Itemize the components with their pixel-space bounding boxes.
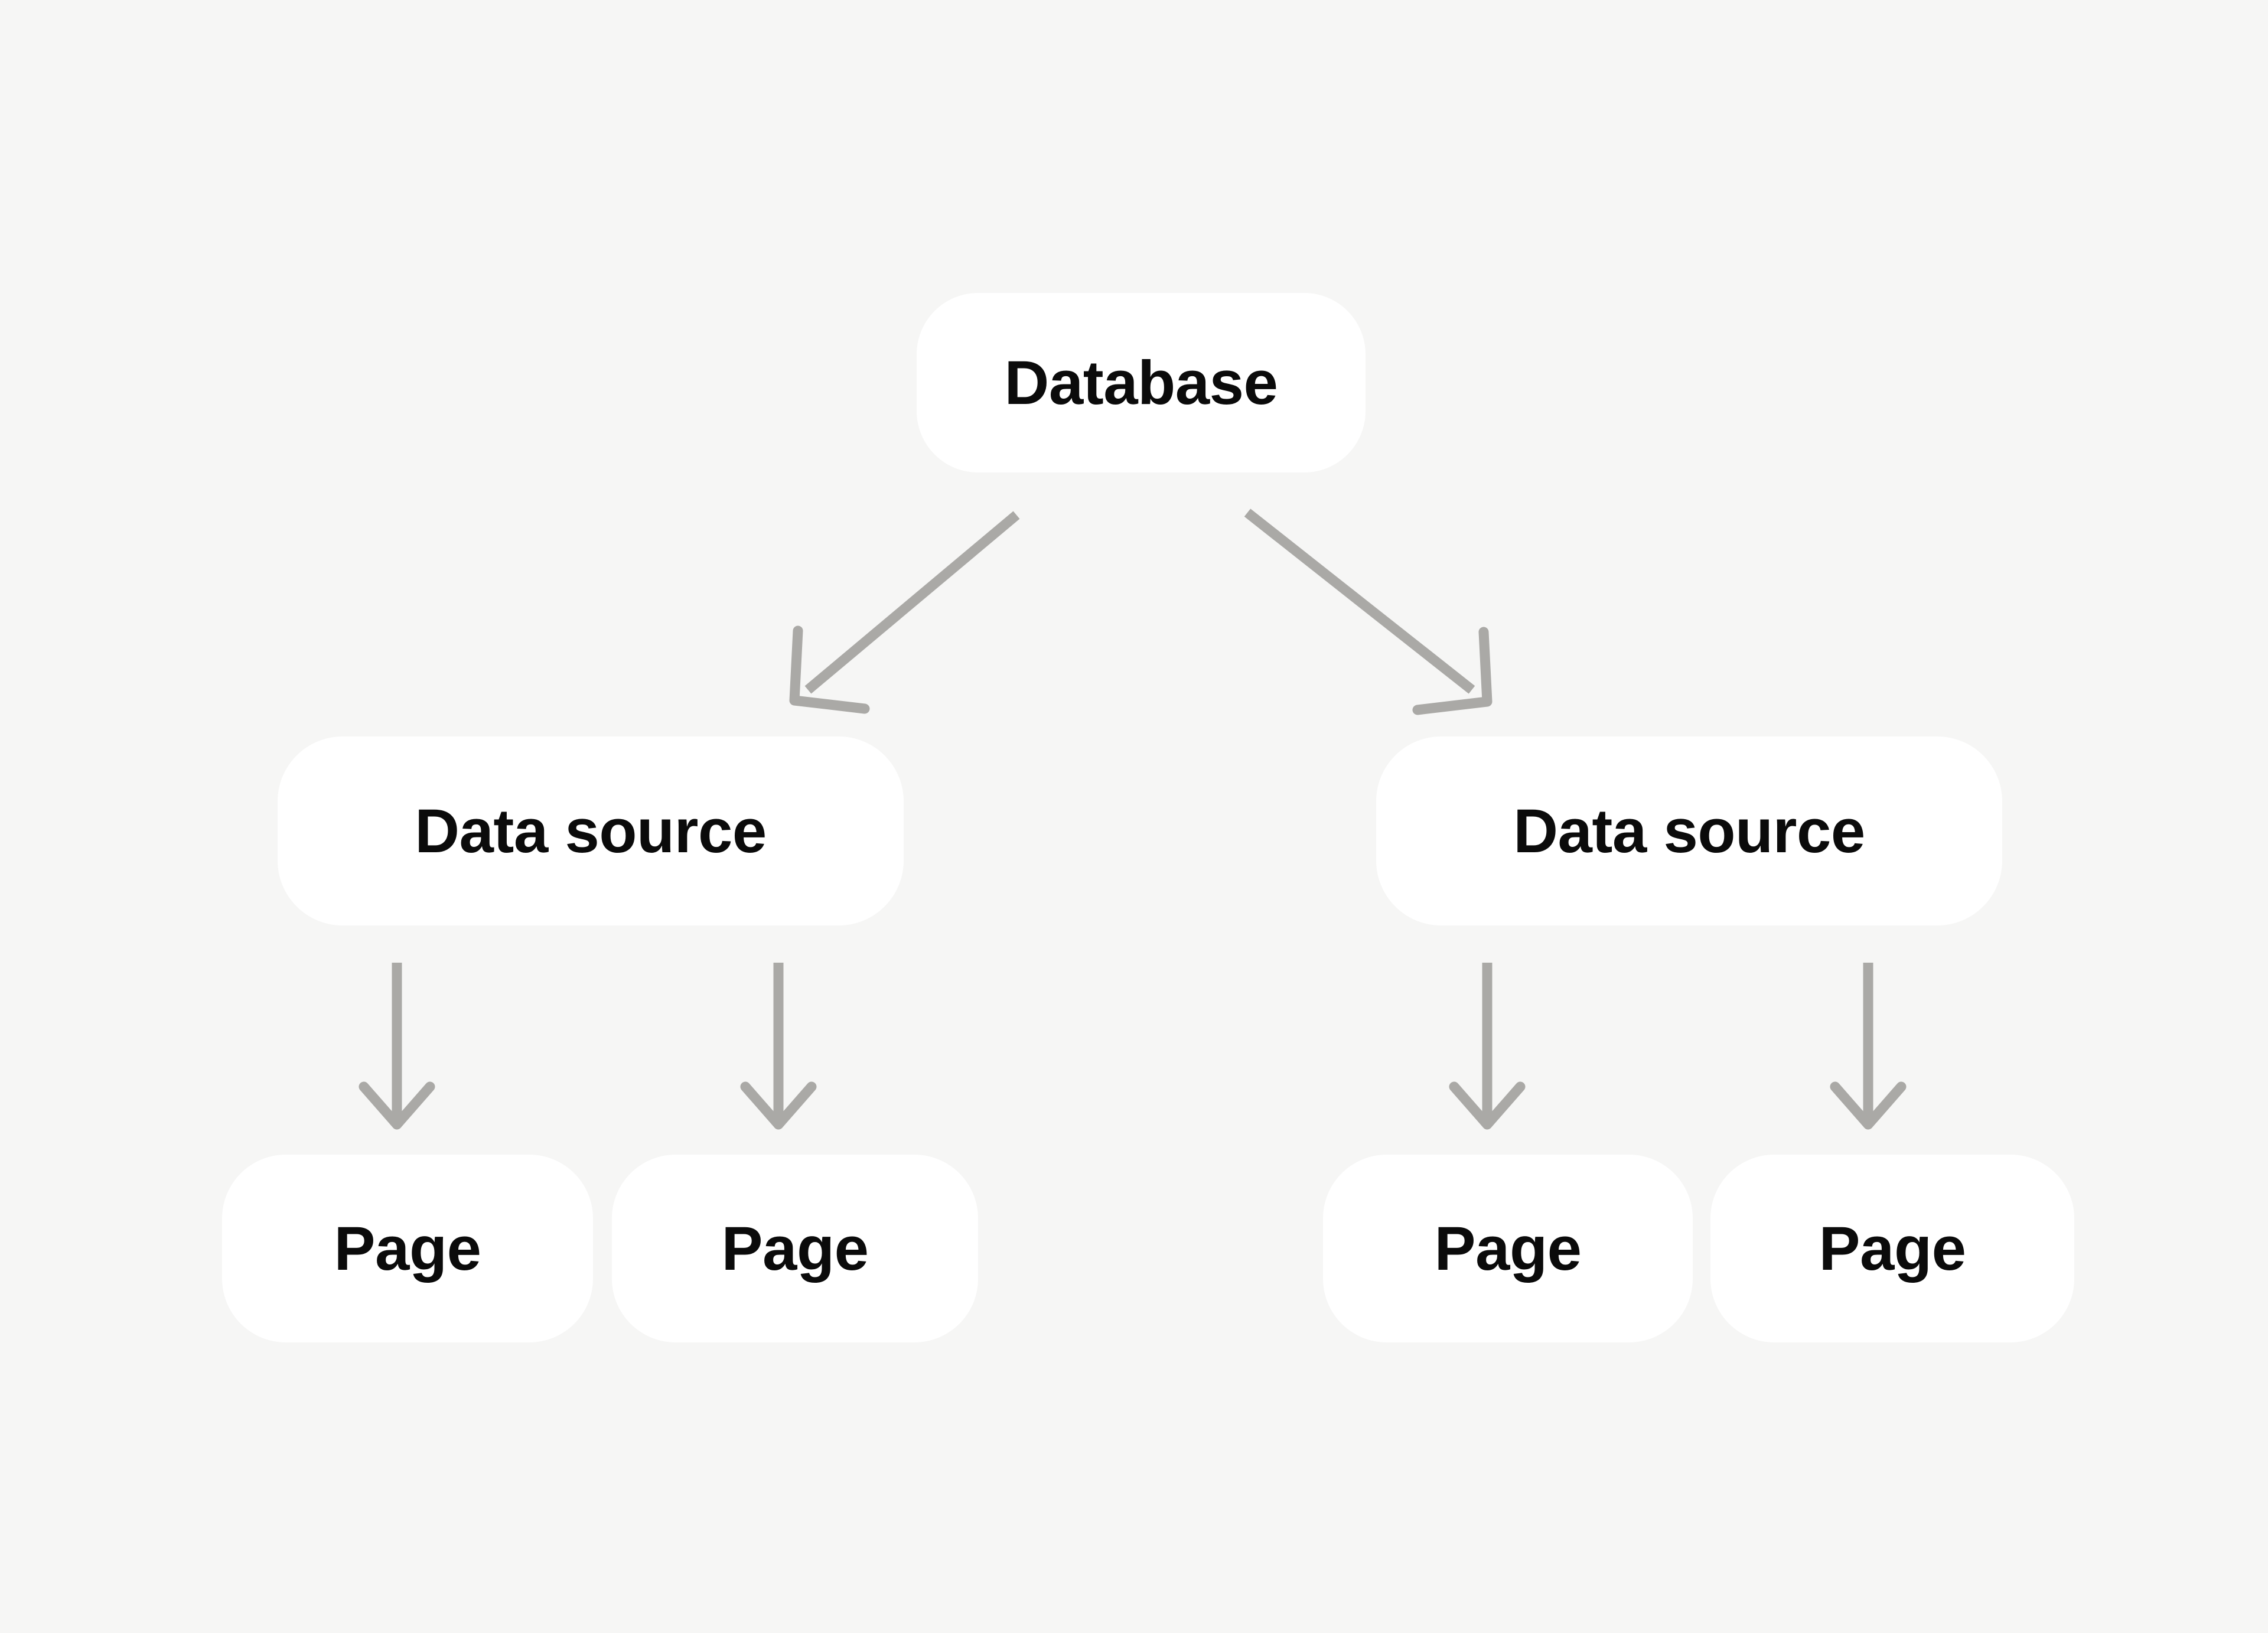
node-page-3[interactable]: Page: [1323, 1155, 1693, 1342]
node-data-source-left-label: Data source: [415, 796, 767, 866]
node-page-1-label: Page: [334, 1214, 481, 1283]
edge-dsr-to-page-4: [1830, 963, 1907, 1130]
edge-db-to-ds-left: [789, 511, 1020, 714]
node-data-source-right[interactable]: Data source: [1376, 736, 2002, 925]
node-page-3-label: Page: [1434, 1214, 1582, 1283]
node-page-4-label: Page: [1819, 1214, 1966, 1283]
edge-dsl-to-page-2: [740, 963, 817, 1130]
node-data-source-left[interactable]: Data source: [278, 736, 904, 925]
edge-dsl-to-page-1: [359, 963, 435, 1130]
node-page-2-label: Page: [721, 1214, 869, 1283]
node-page-2[interactable]: Page: [612, 1155, 978, 1342]
edge-dsr-to-page-3: [1449, 963, 1526, 1130]
node-page-4[interactable]: Page: [1710, 1155, 2074, 1342]
node-data-source-right-label: Data source: [1513, 796, 1865, 866]
edge-db-to-ds-right: [1244, 509, 1493, 715]
node-page-1[interactable]: Page: [222, 1155, 593, 1342]
node-database[interactable]: Database: [917, 293, 1366, 472]
node-database-label: Database: [1004, 348, 1278, 418]
